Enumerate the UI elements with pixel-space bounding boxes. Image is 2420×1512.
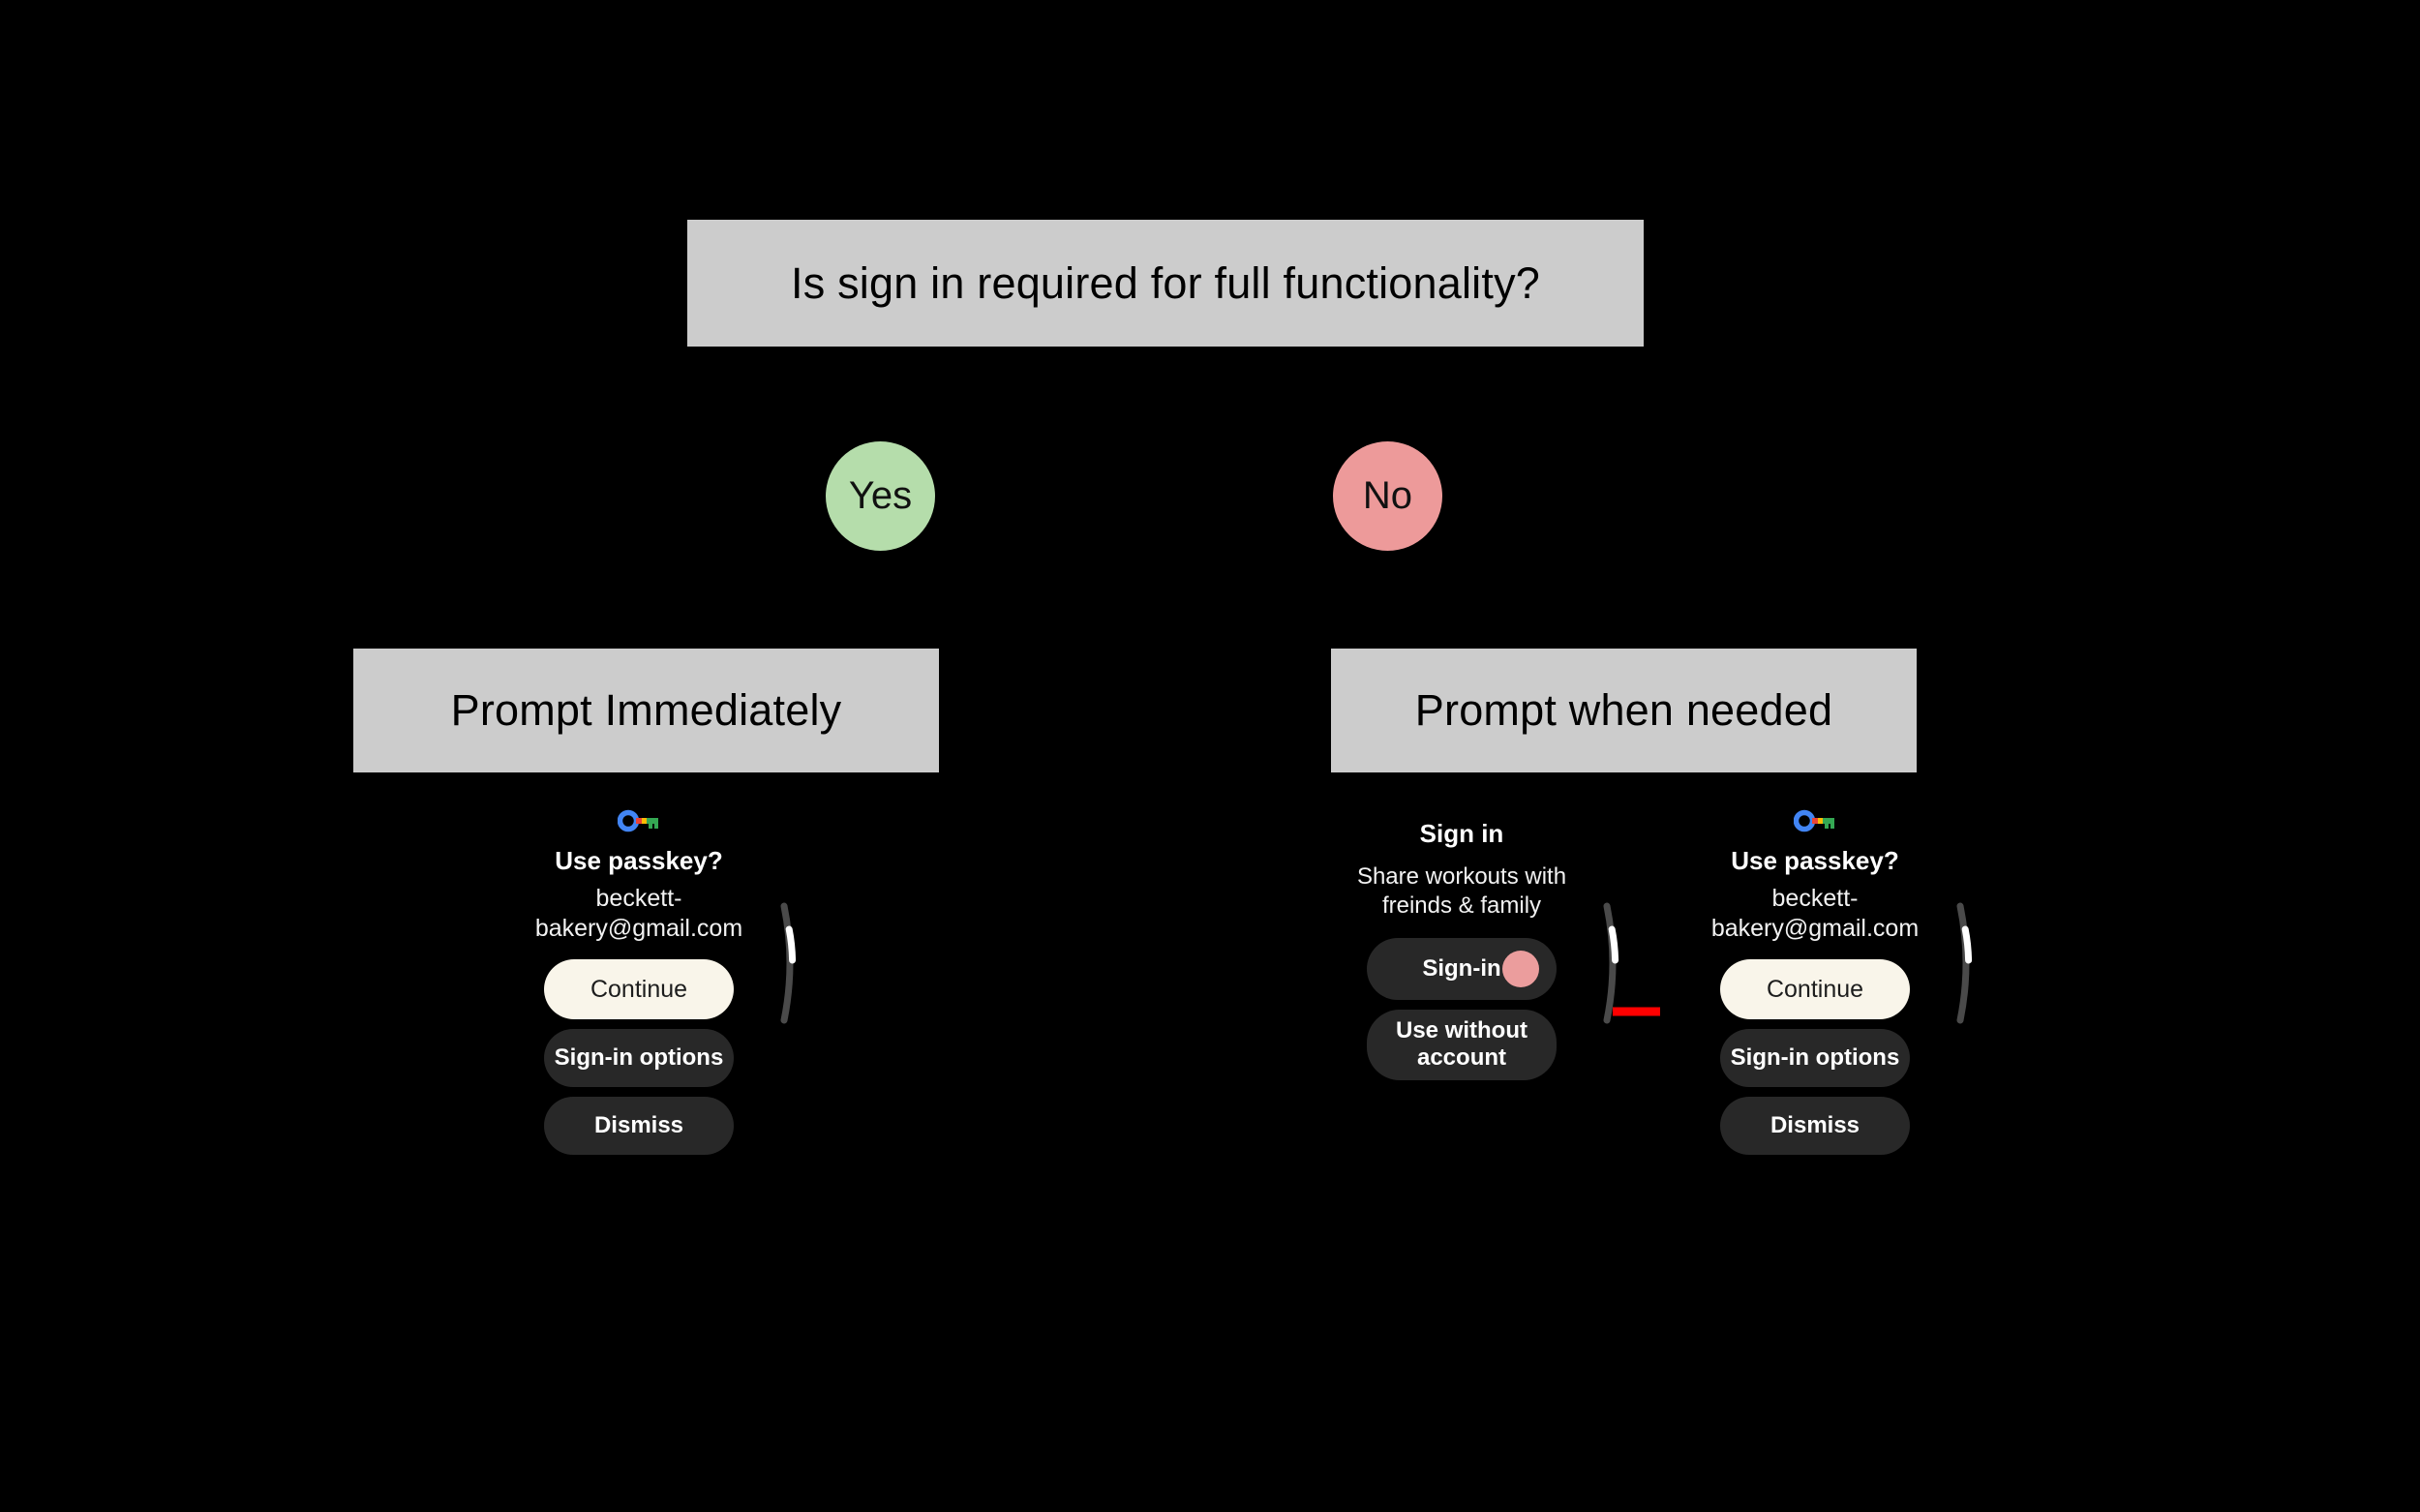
tap-indicator-dot [1502,950,1539,987]
screen-title: Sign in [1419,819,1504,848]
screen-subtitle: Share workouts with freinds & family [1356,862,1567,919]
connector-question-to-yes [880,347,883,441]
sign-in-button[interactable]: Sign-in [1367,937,1557,1000]
watch-screen-left-passkey: Use passkey? beckett-bakery@gmail.com Co… [484,808,794,1156]
use-without-account-button-label: Use without account [1396,1016,1528,1072]
continue-button[interactable]: Continue [1720,959,1910,1020]
scrollbar-middle[interactable] [1602,900,1623,1026]
continue-button[interactable]: Continue [544,959,734,1020]
button-stack: Sign-in Use without account [1367,937,1557,1080]
connector-yes-to-left-box [880,551,883,649]
branch-circle-no: No [1333,441,1442,551]
outcome-box-prompt-when-needed: Prompt when needed [1331,649,1917,772]
decision-question-text: Is sign in required for full functionali… [791,257,1540,308]
decision-question-box: Is sign in required for full functionali… [687,220,1644,347]
button-stack: Continue Sign-in options Dismiss [544,959,734,1156]
branch-label-yes: Yes [848,474,913,517]
continue-button-label: Continue [590,975,688,1003]
dismiss-button[interactable]: Dismiss [544,1097,734,1156]
connector-no-to-right-box [1387,551,1390,649]
outcome-box-prompt-immediately: Prompt Immediately [353,649,939,772]
sign-in-options-button[interactable]: Sign-in options [544,1029,734,1088]
sign-in-options-button-label: Sign-in options [1730,1044,1900,1072]
watch-screen-middle-signin: Sign in Share workouts with freinds & fa… [1307,808,1617,1080]
branch-label-no: No [1362,474,1413,517]
dismiss-button[interactable]: Dismiss [1720,1097,1910,1156]
sign-in-options-button[interactable]: Sign-in options [1720,1029,1910,1088]
branch-circle-yes: Yes [826,441,935,551]
connector-question-to-no [1387,347,1390,441]
sign-in-options-button-label: Sign-in options [554,1044,724,1072]
screen-title: Use passkey? [555,846,723,875]
scrollbar-right[interactable] [1955,900,1977,1026]
screen-title: Use passkey? [1731,846,1899,875]
google-passkey-icon [1794,809,1834,832]
dismiss-button-label: Dismiss [1770,1112,1860,1139]
watch-screen-right-passkey: Use passkey? beckett-bakery@gmail.com Co… [1660,808,1970,1156]
outcome-label-prompt-when-needed: Prompt when needed [1414,685,1833,735]
dismiss-button-label: Dismiss [593,1112,684,1139]
button-stack: Continue Sign-in options Dismiss [1720,959,1910,1156]
continue-button-label: Continue [1766,975,1864,1003]
screen-subtitle: beckett-bakery@gmail.com [534,884,743,943]
screen-subtitle: beckett-bakery@gmail.com [1710,884,1920,943]
google-passkey-icon [618,809,658,832]
sign-in-button-label: Sign-in [1422,954,1501,982]
outcome-label-prompt-immediately: Prompt Immediately [450,685,842,735]
scrollbar-left[interactable] [779,900,801,1026]
use-without-account-button[interactable]: Use without account [1367,1009,1557,1080]
